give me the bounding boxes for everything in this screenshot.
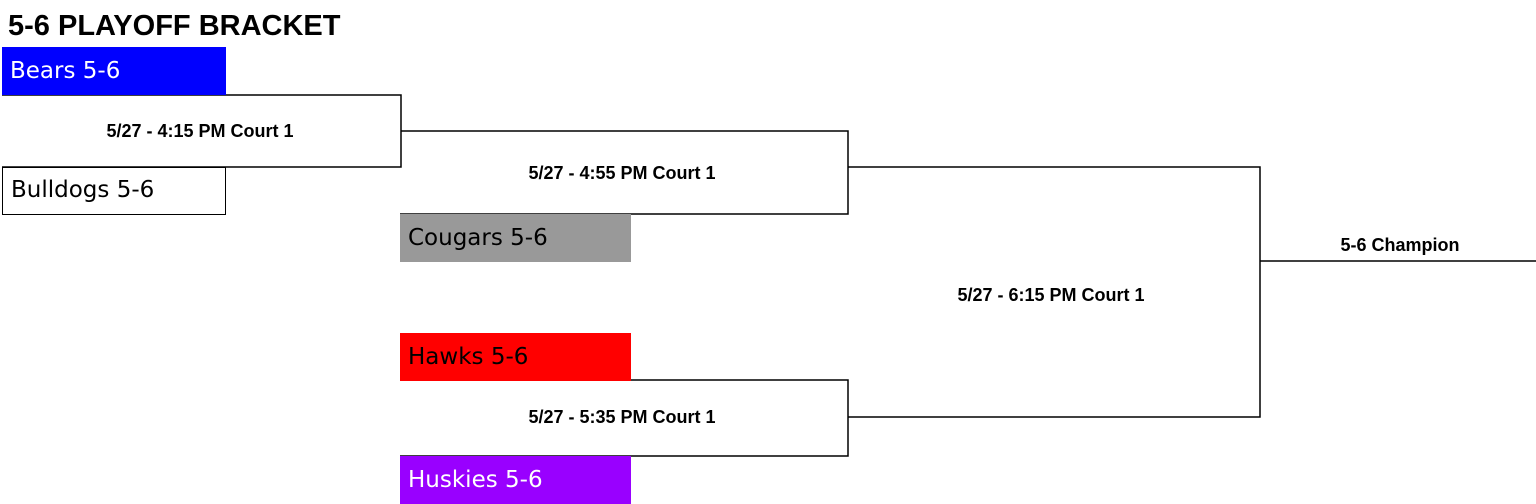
team-box-cougars: Cougars 5-6	[400, 214, 631, 262]
team-label: Bulldogs 5-6	[11, 177, 155, 203]
game-label-3: 5/27 - 5:35 PM Court 1	[528, 407, 716, 427]
team-label: Bears 5-6	[10, 58, 121, 84]
game-label-final: 5/27 - 6:15 PM Court 1	[957, 285, 1145, 305]
team-label: Huskies 5-6	[408, 467, 543, 493]
bracket-connector-final	[848, 166, 1261, 418]
bracket-title: 5-6 PLAYOFF BRACKET	[8, 10, 341, 42]
team-box-bulldogs: Bulldogs 5-6	[2, 167, 226, 215]
team-label: Hawks 5-6	[408, 344, 529, 370]
team-label: Cougars 5-6	[408, 225, 548, 251]
team-box-hawks: Hawks 5-6	[400, 333, 631, 381]
game-label-1: 5/27 - 4:15 PM Court 1	[106, 121, 294, 141]
team-box-bears: Bears 5-6	[2, 47, 226, 95]
team-box-huskies: Huskies 5-6	[400, 456, 631, 504]
game-label-2: 5/27 - 4:55 PM Court 1	[528, 163, 716, 183]
champion-label: 5-6 Champion	[1340, 235, 1460, 255]
